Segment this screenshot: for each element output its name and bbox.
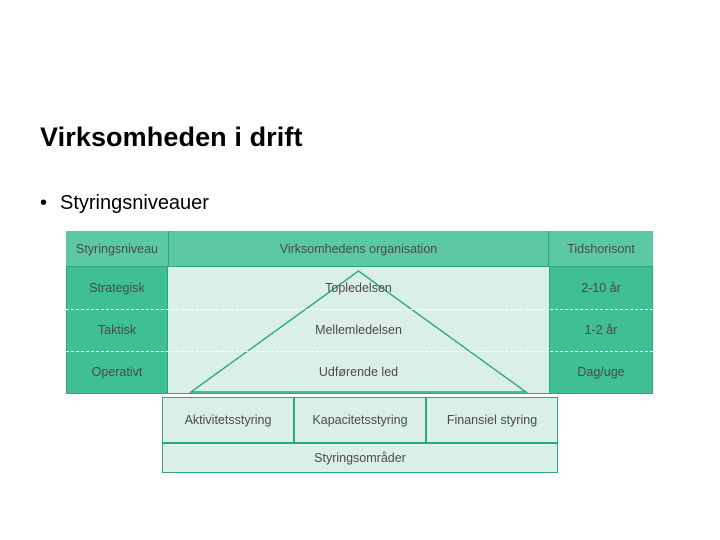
row-divider-0 [66,309,653,310]
box-kapacitetsstyring: Kapacitetsstyring [294,397,426,443]
bullet-label: Styringsniveauer [60,192,209,214]
page-title: Virksomheden i drift [40,122,303,152]
footer-styringsomraader: Styringsområder [162,443,558,473]
box-aktivitetsstyring: Aktivitetsstyring [162,397,294,443]
box-finansiel-styring: Finansiel styring [426,397,558,443]
row-horizon-0: 2-10 år [581,281,621,295]
header-tidshorisont: Tidshorisont [549,231,653,267]
styringsniveauer-diagram: Styringsniveau Virksomhedens organisatio… [66,231,653,475]
row-level-1: Taktisk [97,323,137,337]
header-styringsniveau: Styringsniveau [66,231,168,267]
bullet-marker: • [40,192,48,214]
styringsomraader-row: Aktivitetsstyring Kapacitetsstyring Fina… [162,397,558,443]
header-organisation: Virksomhedens organisation [168,231,549,267]
row-org-2: Udførende led [318,365,399,379]
row-org-0: Topledelsen [325,281,392,295]
row-level-2: Operativt [91,365,143,379]
row-divider-1 [66,351,653,352]
row-horizon-2: Dag/uge [577,365,625,379]
row-org-1: Mellemledelsen [315,323,402,337]
row-level-0: Strategisk [89,281,145,295]
bullet-item: • Styringsniveauer [40,192,209,215]
row-horizon-1: 1-2 år [584,323,618,337]
